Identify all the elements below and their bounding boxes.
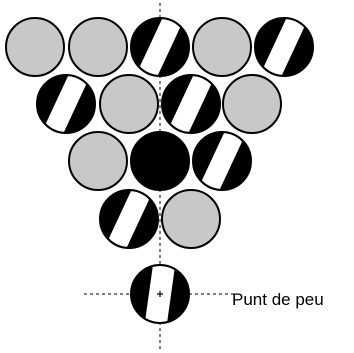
eight-ball — [130, 131, 190, 191]
solid-ball — [192, 17, 252, 77]
stripe-ball — [130, 9, 190, 85]
solid-ball — [161, 189, 221, 249]
cue-ball — [130, 262, 190, 326]
solid-ball — [68, 17, 128, 77]
stripe-ball — [99, 181, 159, 257]
solid-ball — [222, 74, 282, 134]
foot-spot-label: Punt de peu — [232, 290, 324, 309]
stripe-ball — [161, 66, 221, 142]
stripe-ball — [36, 66, 96, 142]
ball-rack — [5, 9, 314, 326]
stripe-ball — [192, 123, 252, 199]
solid-ball — [5, 17, 65, 77]
solid-ball — [99, 74, 159, 134]
stripe-ball — [254, 9, 314, 85]
solid-ball — [68, 131, 128, 191]
